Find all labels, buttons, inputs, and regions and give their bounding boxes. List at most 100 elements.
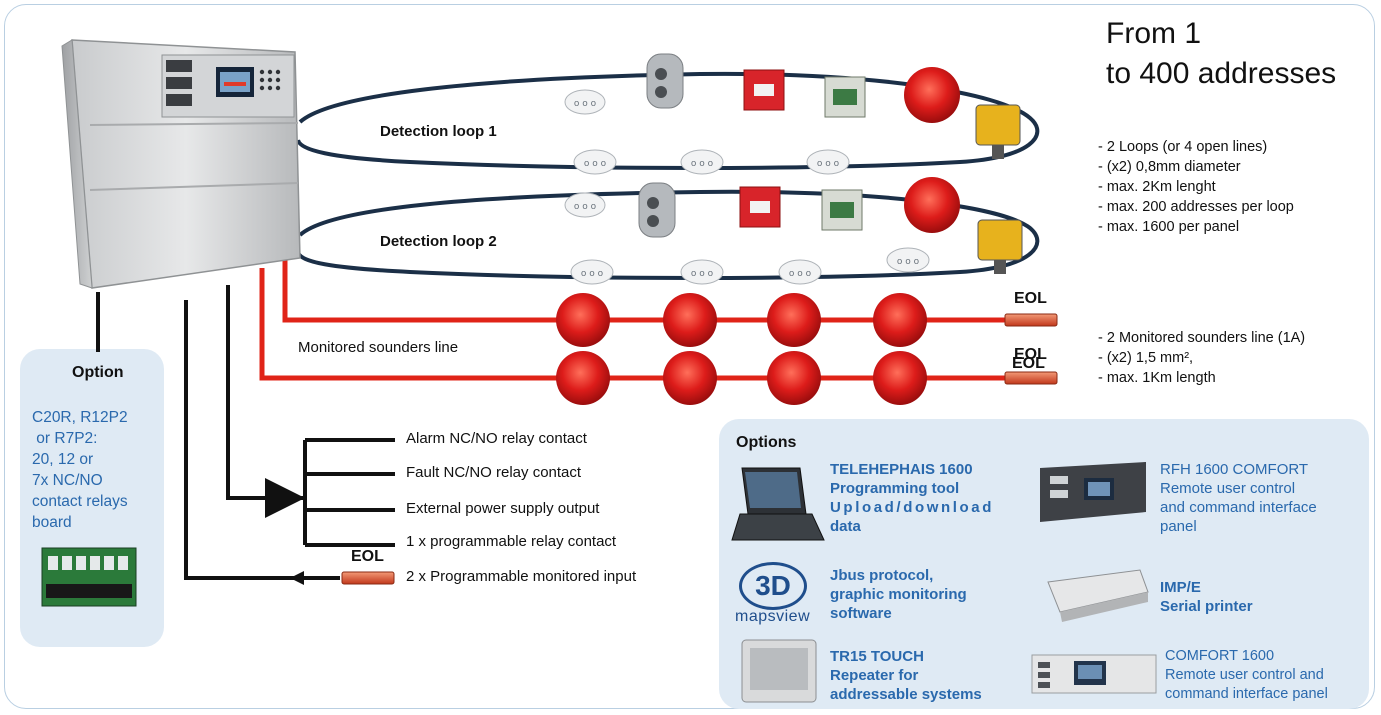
sounder (873, 293, 927, 347)
eol-resistor-2 (1004, 371, 1058, 385)
spec-line: - (x2) 0,8mm diameter (1098, 159, 1241, 175)
imp-text: IMP/E Serial printer (1160, 578, 1253, 616)
sounders-line-label: Monitored sounders line (298, 339, 459, 356)
rfh-line: and command interface (1160, 499, 1317, 516)
loop1-label: Detection loop 1 (380, 123, 497, 140)
sounder (663, 351, 717, 405)
telehephais-line: Upload/download (830, 499, 994, 516)
spec-line: - max. 1Km length (1098, 370, 1216, 386)
comfort-panel-image (1031, 654, 1157, 694)
rfh-line: panel (1160, 518, 1197, 535)
svg-text:o o o: o o o (574, 202, 597, 212)
option-line: contact relays (32, 493, 128, 510)
fire-control-panel (61, 39, 301, 289)
spec-line: - (x2) 1,5 mm², (1098, 350, 1194, 366)
sounder (556, 351, 610, 405)
eol-label-input: EOL (351, 548, 384, 565)
option-line: C20R, R12P2 (32, 409, 128, 426)
spec-line: - 2 Loops (or 4 open lines) (1098, 139, 1268, 155)
sounder-line-1 (282, 258, 1005, 323)
tr15-image (741, 639, 817, 703)
smoke-detector: o o o (564, 89, 606, 115)
sounders-row-2 (556, 351, 927, 405)
sounder (873, 351, 927, 405)
manual-call-point (743, 69, 785, 111)
rfh-text: RFH 1600 COMFORT Remote user control and… (1160, 460, 1317, 536)
jbus-text: Jbus protocol, graphic monitoring softwa… (830, 566, 967, 623)
loop-specs: - 2 Loops (or 4 open lines) - (x2) 0,8mm… (1098, 137, 1294, 237)
relay-board-image (41, 547, 137, 607)
spec-line: - max. 1600 per panel (1098, 219, 1240, 235)
comfort-text: COMFORT 1600 Remote user control and com… (1165, 647, 1328, 704)
svg-text:o o o: o o o (897, 257, 920, 267)
rfh-name: RFH 1600 COMFORT (1160, 461, 1309, 478)
loop1-wire (296, 71, 1040, 170)
telehephais-line: data (830, 518, 861, 535)
tr15-line: Repeater for (830, 667, 919, 684)
option-line: 7x NC/NO (32, 472, 103, 489)
svg-text:o o o: o o o (574, 99, 597, 109)
loop2-label: Detection loop 2 (380, 233, 497, 250)
eol-resistor-input (341, 571, 395, 585)
spec-line: - 2 Monitored sounders line (1A) (1098, 330, 1306, 346)
telehephais-name: TELEHEPHAIS 1600 (830, 461, 973, 478)
relay-power: External power supply output (406, 500, 600, 517)
input-arrow (290, 571, 336, 585)
printer-image (1047, 569, 1149, 622)
sounder-line-2 (259, 268, 1005, 381)
sounder-beacon (904, 67, 960, 123)
svg-text:o o o: o o o (817, 159, 840, 169)
loop2-devices: o o o o o o o o o o o o o o o (564, 177, 1023, 285)
laptop-image (731, 467, 825, 541)
loop1-devices: o o o o o o o o o o o o (564, 53, 1021, 175)
spec-line: - max. 200 addresses per loop (1098, 199, 1294, 215)
jbus-line: software (830, 605, 892, 622)
eol-label-2-overlay: EOL (1012, 355, 1045, 372)
svg-text:o o o: o o o (691, 269, 714, 279)
sounders-row-1 (556, 293, 927, 347)
relay-wires (96, 285, 395, 580)
header-line-1: From 1 (1106, 17, 1202, 50)
tr15-name: TR15 TOUCH (830, 648, 924, 665)
imp-name: IMP/E (1160, 579, 1201, 596)
jbus-line: Jbus protocol, (830, 567, 934, 584)
comfort-line: command interface panel (1165, 686, 1328, 702)
left-option-text: C20R, R12P2 or R7P2: 20, 12 or 7x NC/NO … (32, 407, 128, 533)
tr15-text: TR15 TOUCH Repeater for addressable syst… (830, 647, 982, 704)
comfort-line: Remote user control and (1165, 667, 1324, 683)
options-title: Options (736, 434, 797, 451)
isolator-module (975, 104, 1021, 159)
mapsview-word: mapsview (735, 608, 811, 625)
option-line: 20, 12 or (32, 451, 94, 468)
loop2-wire (296, 189, 1040, 280)
svg-text:o o o: o o o (789, 269, 812, 279)
relay-monitored-input: 2 x Programmable monitored input (406, 568, 637, 585)
rfh-line: Remote user control (1160, 480, 1296, 497)
comfort-name: COMFORT 1600 (1165, 648, 1275, 664)
io-module (824, 76, 866, 118)
svg-text:o o o: o o o (581, 269, 604, 279)
option-line: or R7P2: (32, 430, 98, 447)
relay-fault: Fault NC/NO relay contact (406, 464, 582, 481)
sounder (663, 293, 717, 347)
eol-label-2: EOL (1014, 346, 1047, 363)
option-line: board (32, 514, 72, 531)
mapsview-3d-icon: 3D (739, 562, 807, 610)
jbus-line: graphic monitoring (830, 586, 967, 603)
rfh-panel-image (1040, 462, 1146, 522)
eol-label-1: EOL (1014, 290, 1047, 307)
sounder (556, 293, 610, 347)
header-line-2: to 400 addresses (1106, 57, 1337, 90)
tr15-line: addressable systems (830, 686, 982, 703)
telehephais-text: TELEHEPHAIS 1600 Programming tool Upload… (830, 460, 994, 536)
mapsview-logo: 3D mapsview (735, 562, 821, 628)
diagram-frame (4, 4, 1375, 709)
sounder (767, 351, 821, 405)
svg-text:o o o: o o o (691, 159, 714, 169)
svg-text:o o o: o o o (584, 159, 607, 169)
telehephais-line: Programming tool (830, 480, 960, 497)
imp-line: Serial printer (1160, 598, 1253, 615)
relay-programmable: 1 x programmable relay contact (406, 533, 617, 550)
spec-line: - max. 2Km lenght (1098, 179, 1216, 195)
